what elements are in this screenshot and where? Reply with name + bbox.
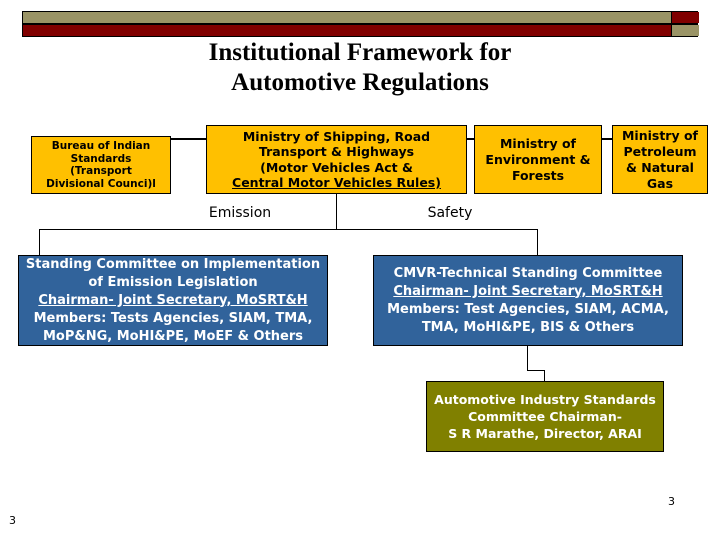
connector-cmvr-to-ais-jog xyxy=(527,370,545,371)
node-line: Forests xyxy=(511,167,565,183)
slide-title: Institutional Framework for Automotive R… xyxy=(60,38,660,98)
connector-branch-left-drop xyxy=(39,229,40,256)
page-number-outer: 3 xyxy=(9,514,16,527)
node-line: Transport & Highways xyxy=(258,144,415,159)
node-line: Ministry of xyxy=(499,135,576,151)
node-automotive-industry-standards-committee[interactable]: Automotive Industry Standards Committee … xyxy=(426,381,664,452)
node-ais-text: Automotive Industry Standards Committee … xyxy=(427,391,663,442)
header-decoration xyxy=(22,11,699,39)
node-line: CMVR-Technical Standing Committee xyxy=(393,265,663,281)
node-line-underlined: Central Motor Vehicles Rules) xyxy=(232,175,441,190)
slide-title-line-2: Automotive Regulations xyxy=(231,69,489,96)
node-line: Divisional Counci)l xyxy=(46,177,156,190)
node-line: (Motor Vehicles Act & xyxy=(260,159,413,175)
connector-branch-crossbar xyxy=(39,229,538,230)
node-standing-committee-emission-legislation[interactable]: Standing Committee on Implementation of … xyxy=(18,255,328,346)
node-line: Standing Committee on Implementation xyxy=(25,256,321,272)
node-line: TMA, MoHI&PE, BIS & Others xyxy=(421,319,635,335)
node-ministry-of-shipping-text: Ministry of Shipping, Road Transport & H… xyxy=(207,129,466,191)
header-bar-top-maroon xyxy=(671,12,699,23)
slide-title-line-1: Institutional Framework for xyxy=(208,39,512,66)
header-bar-bottom-olive xyxy=(671,25,699,36)
header-bar-top xyxy=(22,11,699,24)
node-line: & Natural xyxy=(626,159,694,175)
node-line: MoP&NG, MoHI&PE, MoEF & Others xyxy=(42,328,304,344)
node-bureau-of-indian-standards[interactable]: Bureau of Indian Standards (Transport Di… xyxy=(31,136,171,194)
node-line: of Emission Legislation xyxy=(88,274,258,290)
node-ministry-of-shipping-road-transport-highways[interactable]: Ministry of Shipping, Road Transport & H… xyxy=(206,125,467,194)
header-bar-bottom-maroon xyxy=(23,25,671,36)
node-line: Ministry of Shipping, Road xyxy=(242,128,431,144)
node-line: Automotive Industry Standards xyxy=(434,392,656,407)
connector-bis-to-shipping xyxy=(170,138,207,140)
node-bureau-of-indian-standards-text: Bureau of Indian Standards (Transport Di… xyxy=(32,140,170,190)
connector-moef-to-mopng xyxy=(601,138,613,140)
node-line-underlined: Chairman- Joint Secretary, MoSRT&H xyxy=(393,283,663,299)
node-line: Standards xyxy=(70,152,132,165)
node-line: Petroleum xyxy=(623,143,697,159)
branch-label-emission: Emission xyxy=(208,205,272,221)
connector-shipping-to-moef xyxy=(466,138,475,140)
header-bar-bottom xyxy=(22,24,699,37)
node-standing-committee-text: Standing Committee on Implementation of … xyxy=(19,256,327,346)
node-ministry-of-petroleum-natural-gas[interactable]: Ministry of Petroleum & Natural Gas xyxy=(612,125,708,194)
page-number-corner: 3 xyxy=(668,495,675,508)
node-line: Gas xyxy=(646,175,674,191)
node-cmvr-text: CMVR-Technical Standing Committee Chairm… xyxy=(374,265,682,337)
node-line: Members: Test Agencies, SIAM, ACMA, xyxy=(387,301,669,317)
connector-shipping-stem xyxy=(336,194,337,230)
node-ministry-of-environment-forests[interactable]: Ministry of Environment & Forests xyxy=(474,125,602,194)
node-ministry-of-petroleum-text: Ministry of Petroleum & Natural Gas xyxy=(613,128,707,192)
node-line: (Transport xyxy=(70,165,132,177)
branch-label-safety: Safety xyxy=(427,205,473,221)
node-line: Environment & xyxy=(485,151,591,167)
node-line: Members: Tests Agencies, SIAM, TMA, xyxy=(33,310,313,326)
node-line: S R Marathe, Director, ARAI xyxy=(448,426,642,441)
connector-cmvr-to-ais-drop xyxy=(527,346,528,371)
node-cmvr-technical-standing-committee[interactable]: CMVR-Technical Standing Committee Chairm… xyxy=(373,255,683,346)
node-line-underlined: Chairman- Joint Secretary, MoSRT&H xyxy=(38,292,308,308)
connector-ais-stem xyxy=(544,370,545,382)
connector-branch-right-drop xyxy=(537,229,538,256)
node-line: Committee Chairman- xyxy=(468,409,622,424)
node-line: Bureau of Indian xyxy=(51,140,151,152)
header-bar-top-olive xyxy=(23,12,671,23)
node-ministry-of-environment-text: Ministry of Environment & Forests xyxy=(475,136,601,184)
node-line: Ministry of xyxy=(621,127,698,143)
